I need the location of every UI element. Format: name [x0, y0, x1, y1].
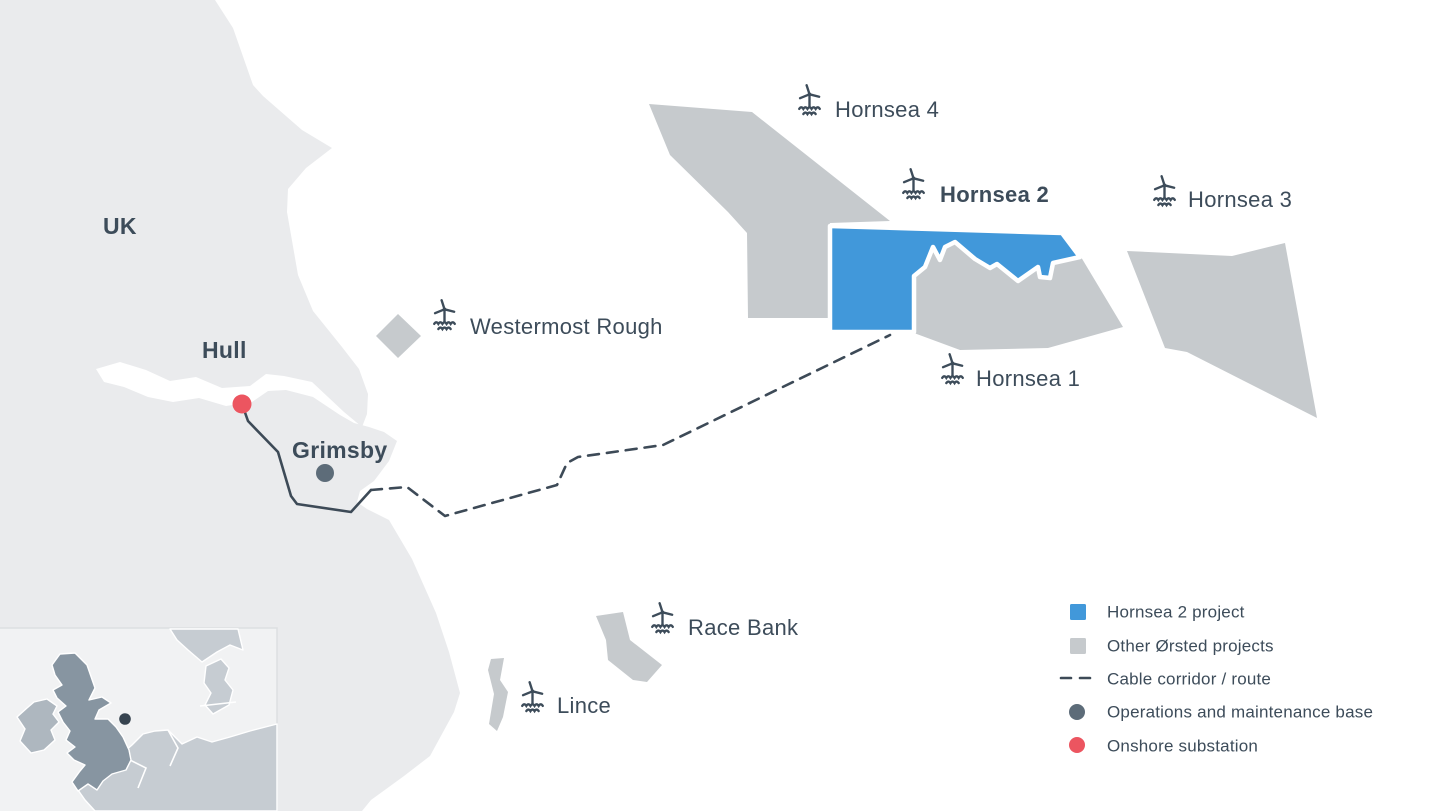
- hornsea-1-label: Hornsea 1: [976, 366, 1080, 391]
- onshore-substation-marker: [232, 394, 252, 414]
- onshore-cable-route: [240, 402, 373, 514]
- legend-item-other-projects: Other Ørsted projects: [1107, 636, 1274, 655]
- legend-substation-dot: [1069, 737, 1085, 753]
- grimsby-label: Grimsby: [292, 437, 387, 463]
- inset-norway: [169, 628, 244, 663]
- hornsea-3-area: [1127, 243, 1317, 418]
- westermost-rough-label: Westermost Rough: [470, 314, 663, 339]
- inset-europe-mainland: [77, 723, 278, 811]
- legend-item-hornsea2: Hornsea 2 project: [1107, 602, 1245, 621]
- inset-country-border: [167, 729, 179, 767]
- lince-area: [488, 658, 508, 731]
- hornsea-2-label: Hornsea 2: [940, 182, 1049, 207]
- legend-item-substation: Onshore substation: [1107, 736, 1258, 755]
- offshore-cable-corridor: [369, 333, 892, 518]
- legend-gray-swatch: [1070, 638, 1086, 654]
- legend: Hornsea 2 project Other Ørsted projects …: [1059, 602, 1373, 755]
- inset-overview-map: [0, 627, 278, 811]
- legend-blue-swatch: [1070, 604, 1086, 620]
- inset-denmark: [203, 658, 234, 715]
- hull-label: Hull: [202, 337, 247, 363]
- hornsea-4-label: Hornsea 4: [835, 97, 939, 122]
- inset-location-dot: [119, 713, 131, 725]
- inset-country-border: [199, 701, 237, 707]
- hornsea-4-area: [649, 104, 890, 318]
- race-bank-area: [596, 612, 662, 682]
- uk-label: UK: [103, 213, 137, 239]
- legend-item-cable-route: Cable corridor / route: [1107, 669, 1271, 688]
- hornsea-3-label: Hornsea 3: [1188, 187, 1292, 212]
- inset-great-britain: [51, 652, 132, 792]
- legend-om-base-dot: [1069, 704, 1085, 720]
- grimsby-om-base-marker: [316, 464, 334, 482]
- westermost-rough-area: [376, 314, 421, 358]
- hornsea-2-area: [827, 223, 1083, 335]
- inset-ireland: [16, 698, 60, 754]
- lince-label: Lince: [557, 693, 611, 718]
- uk-coastline-land: [0, 0, 460, 811]
- race-bank-label: Race Bank: [688, 615, 799, 640]
- hornsea-1-area: [914, 242, 1123, 350]
- legend-item-om-base: Operations and maintenance base: [1107, 702, 1373, 721]
